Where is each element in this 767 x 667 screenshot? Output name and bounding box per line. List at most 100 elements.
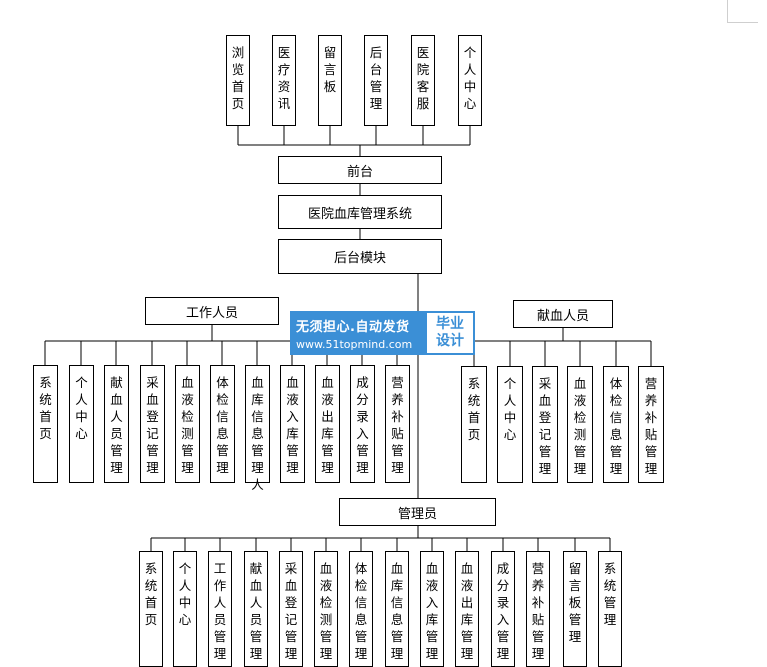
frontend-module-5: 医院客服 [411, 35, 435, 126]
module-label-char: 人 [249, 595, 263, 610]
module-label-char: 管 [356, 443, 369, 458]
module-label-char: 院 [416, 62, 430, 77]
module-label-char: 出 [321, 409, 334, 424]
frontend-module-2: 医疗资讯 [272, 35, 296, 126]
module-label-char: 血 [321, 375, 334, 390]
module-label-char: 管 [110, 443, 123, 458]
module-label-char: 献 [249, 561, 263, 576]
module-label-char: 管 [609, 444, 623, 459]
module-label-char: 分 [496, 578, 510, 593]
module-label-char: 留 [568, 561, 582, 576]
module-label-char: 液 [319, 578, 333, 593]
module-label-char: 理 [603, 612, 617, 627]
staff-module-1: 系统首页 [33, 365, 58, 483]
frontend-module-3: 留言板 [318, 35, 342, 126]
module-label-char: 员 [213, 612, 227, 627]
module-label-char: 血 [110, 392, 123, 407]
module-label-char: 理 [216, 460, 229, 475]
module-label-char: 管 [284, 629, 298, 644]
module-label-char: 信 [251, 409, 264, 424]
module-label-char: 管 [390, 629, 404, 644]
module-label-char: 统 [144, 578, 158, 593]
module-label-char: 管 [216, 443, 229, 458]
module-label-char: 库 [251, 392, 264, 407]
admin-module-1: 系统首页 [139, 551, 163, 667]
module-label-char: 登 [538, 410, 552, 425]
module-label-char: 血 [460, 561, 474, 576]
module-label-char: 管 [181, 443, 194, 458]
module-label-char: 管 [369, 79, 383, 94]
module-label-char: 员 [110, 426, 123, 441]
module-label-char: 理 [213, 646, 227, 661]
module-label-char: 管 [321, 443, 334, 458]
module-label-char: 息 [609, 427, 623, 442]
module-label-char: 管 [319, 629, 333, 644]
module-label-char: 心 [503, 427, 517, 442]
module-label-char: 理 [531, 646, 545, 661]
module-label-char: 补 [644, 410, 658, 425]
module-label-char: 管 [249, 629, 263, 644]
staff-module-9: 血液出库管理 [315, 365, 340, 483]
admin-module-3: 工作人员管理 [208, 551, 232, 667]
module-label-char: 补 [531, 595, 545, 610]
module-label-char: 记 [284, 612, 298, 627]
frontend-box: 前台 [278, 156, 442, 184]
frontend-module-4: 后台管理 [364, 35, 388, 126]
module-label-char: 页 [231, 96, 245, 111]
donor-module-6: 营养补贴管理 [638, 366, 664, 483]
module-label-char: 管 [286, 443, 299, 458]
module-label-char: 个 [503, 376, 517, 391]
module-label-char: 管 [538, 444, 552, 459]
module-label-char: 理 [390, 646, 404, 661]
module-label-char: 液 [573, 393, 587, 408]
module-label-char: 理 [146, 460, 159, 475]
module-label-char: 首 [39, 409, 52, 424]
watermark-badge-line-2: 设计 [436, 333, 464, 349]
donor-module-2: 个人中心 [497, 366, 523, 483]
admin-module-2: 个人中心 [173, 551, 197, 667]
module-label-char: 首 [231, 79, 245, 94]
staff-module-4: 采血登记管理 [140, 365, 165, 483]
module-label-char: 管 [496, 629, 510, 644]
module-label-char: 成 [356, 375, 369, 390]
module-label-char: 页 [467, 427, 481, 442]
module-label-char: 人 [503, 393, 517, 408]
module-label-char: 检 [573, 410, 587, 425]
module-label-char: 个 [75, 375, 88, 390]
module-label-char: 员 [249, 612, 263, 627]
watermark-text-panel: 无须担心.自动发货 www.51topmind.com [290, 311, 425, 355]
module-label-char: 医 [277, 45, 291, 60]
staff-module-6: 体检信息管理 [210, 365, 235, 483]
module-label-char: 库 [390, 578, 404, 593]
module-label-char: 理 [573, 461, 587, 476]
module-label-char: 贴 [644, 427, 658, 442]
module-label-char: 血 [284, 578, 298, 593]
module-label-char: 理 [354, 646, 368, 661]
module-label-char: 中 [178, 595, 192, 610]
watermark-badge: 毕业设计 [425, 311, 475, 355]
module-label-char: 页 [39, 426, 52, 441]
module-label-char: 统 [39, 392, 52, 407]
module-label-char: 液 [321, 392, 334, 407]
donor-module-1: 系统首页 [461, 366, 487, 483]
admin-module-4: 献血人员管理 [244, 551, 268, 667]
module-label-char: 览 [231, 62, 245, 77]
admin-module-13: 留言板管理 [563, 551, 587, 667]
module-label-char: 系 [144, 561, 158, 576]
module-label-char: 管 [354, 629, 368, 644]
frontend-module-1: 浏览首页 [226, 35, 250, 126]
module-label-char: 理 [249, 646, 263, 661]
module-label-char: 管 [213, 629, 227, 644]
module-label-char: 血 [146, 392, 159, 407]
staff-box: 工作人员 [145, 297, 279, 325]
module-label-char: 采 [146, 375, 159, 390]
staff-module-7: 血库信息管理人 [245, 365, 270, 492]
admin-module-14: 系统管理 [598, 551, 622, 667]
module-label-char: 信 [390, 595, 404, 610]
module-label-char: 出 [460, 595, 474, 610]
module-label-char: 人 [110, 409, 123, 424]
module-label-char: 贴 [531, 612, 545, 627]
module-label-char: 理 [286, 460, 299, 475]
watermark-slogan: 无须担心.自动发货 [296, 319, 410, 335]
staff-module-3: 献血人员管理 [104, 365, 129, 483]
